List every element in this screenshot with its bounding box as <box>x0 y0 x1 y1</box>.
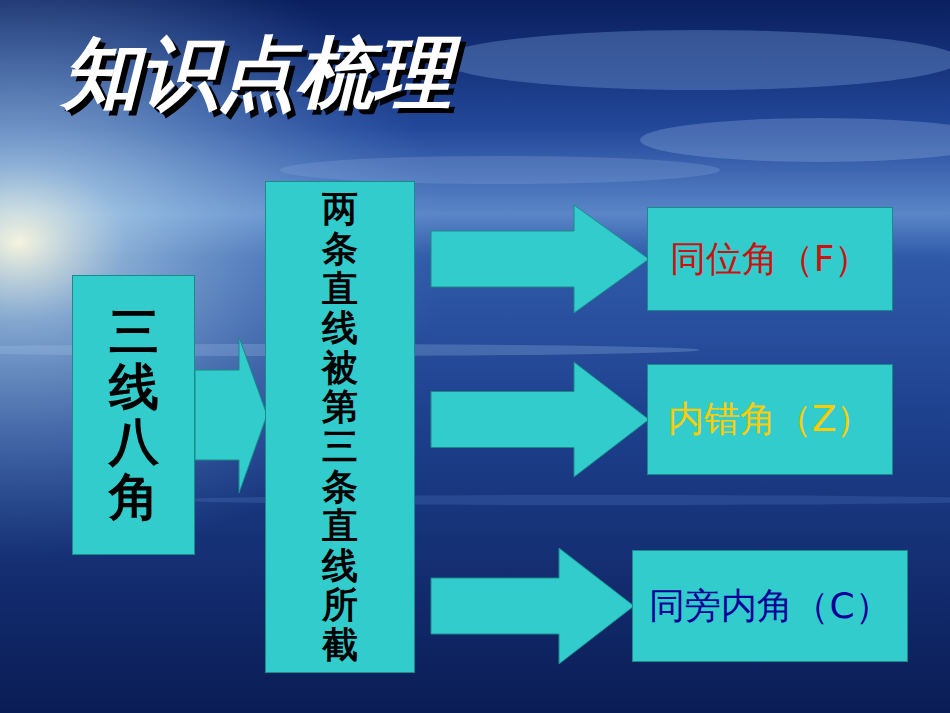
node-label: 三线八角 <box>109 305 159 525</box>
block-arrow <box>195 337 267 493</box>
angle-box: 同位角（F） <box>647 207 893 311</box>
node-label: 同旁内角（C） <box>649 582 890 631</box>
block-arrow <box>431 205 649 313</box>
node-label: 同位角（F） <box>670 235 871 284</box>
slide-title: 知识点梳理 <box>62 22 452 127</box>
angle-box: 内错角（Z） <box>647 364 893 475</box>
block-arrow <box>431 362 649 477</box>
node-label: 两条直线被第三条直线所截 <box>322 189 358 664</box>
condition-box: 两条直线被第三条直线所截 <box>265 181 415 673</box>
node-label: 内错角（Z） <box>668 395 873 444</box>
angle-box: 同旁内角（C） <box>632 550 908 662</box>
topic-box: 三线八角 <box>72 275 195 555</box>
block-arrow <box>431 548 634 664</box>
